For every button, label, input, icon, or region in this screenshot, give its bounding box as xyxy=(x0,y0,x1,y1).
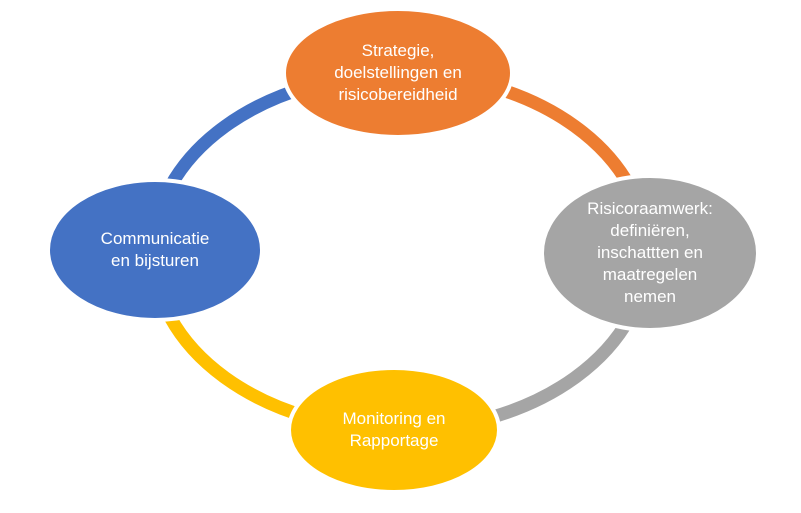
node-strategie-ellipse xyxy=(282,7,514,139)
node-communicatie-ellipse xyxy=(46,178,264,322)
node-monitoring-ellipse xyxy=(287,366,501,494)
node-risicoraamwerk-ellipse xyxy=(540,174,760,332)
